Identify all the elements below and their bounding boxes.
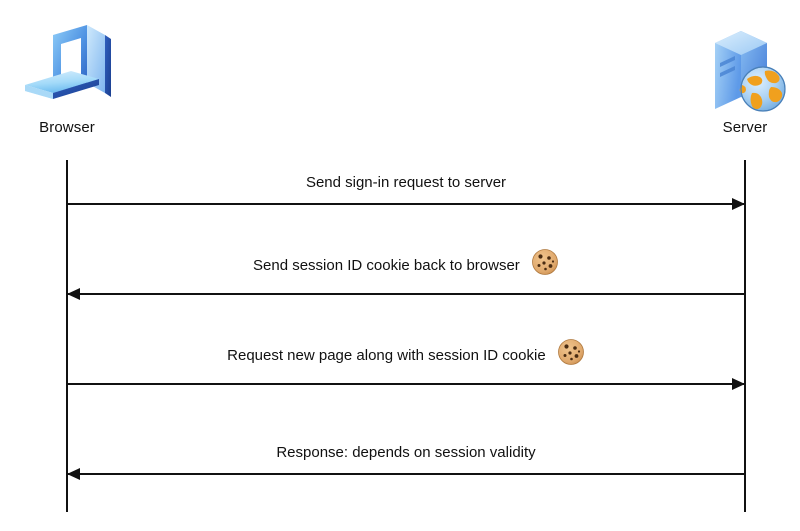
message-text-4: Response: depends on session validity bbox=[276, 444, 536, 461]
message-line-1 bbox=[67, 203, 745, 205]
arrowhead-right-icon bbox=[732, 198, 745, 210]
cookie-icon bbox=[557, 338, 585, 372]
lifeline-server bbox=[744, 160, 746, 512]
message-line-2 bbox=[67, 293, 745, 295]
message-label-2: Send session ID cookie back to browser bbox=[67, 249, 745, 283]
message-text-1: Send sign-in request to server bbox=[305, 174, 507, 191]
participant-server[interactable]: Server bbox=[665, 14, 800, 137]
message-label-3: Request new page along with session ID c… bbox=[67, 339, 745, 373]
message-label-1: Send sign-in request to server bbox=[67, 173, 745, 193]
participant-server-label: Server bbox=[722, 119, 768, 136]
laptop-icon bbox=[0, 14, 147, 119]
server-globe-icon bbox=[665, 14, 800, 119]
arrowhead-left-icon bbox=[67, 468, 80, 480]
message-line-4 bbox=[67, 473, 745, 475]
cookie-icon bbox=[531, 248, 559, 282]
participant-browser[interactable]: Browser bbox=[0, 14, 147, 137]
message-text-2: Send session ID cookie back to browser bbox=[253, 257, 520, 274]
message-label-4: Response: depends on session validity bbox=[67, 443, 745, 463]
arrowhead-left-icon bbox=[67, 288, 80, 300]
participant-browser-label: Browser bbox=[39, 119, 95, 136]
arrowhead-right-icon bbox=[732, 378, 745, 390]
lifeline-browser bbox=[66, 160, 68, 512]
message-text-3: Request new page along with session ID c… bbox=[227, 347, 546, 364]
message-line-3 bbox=[67, 383, 745, 385]
